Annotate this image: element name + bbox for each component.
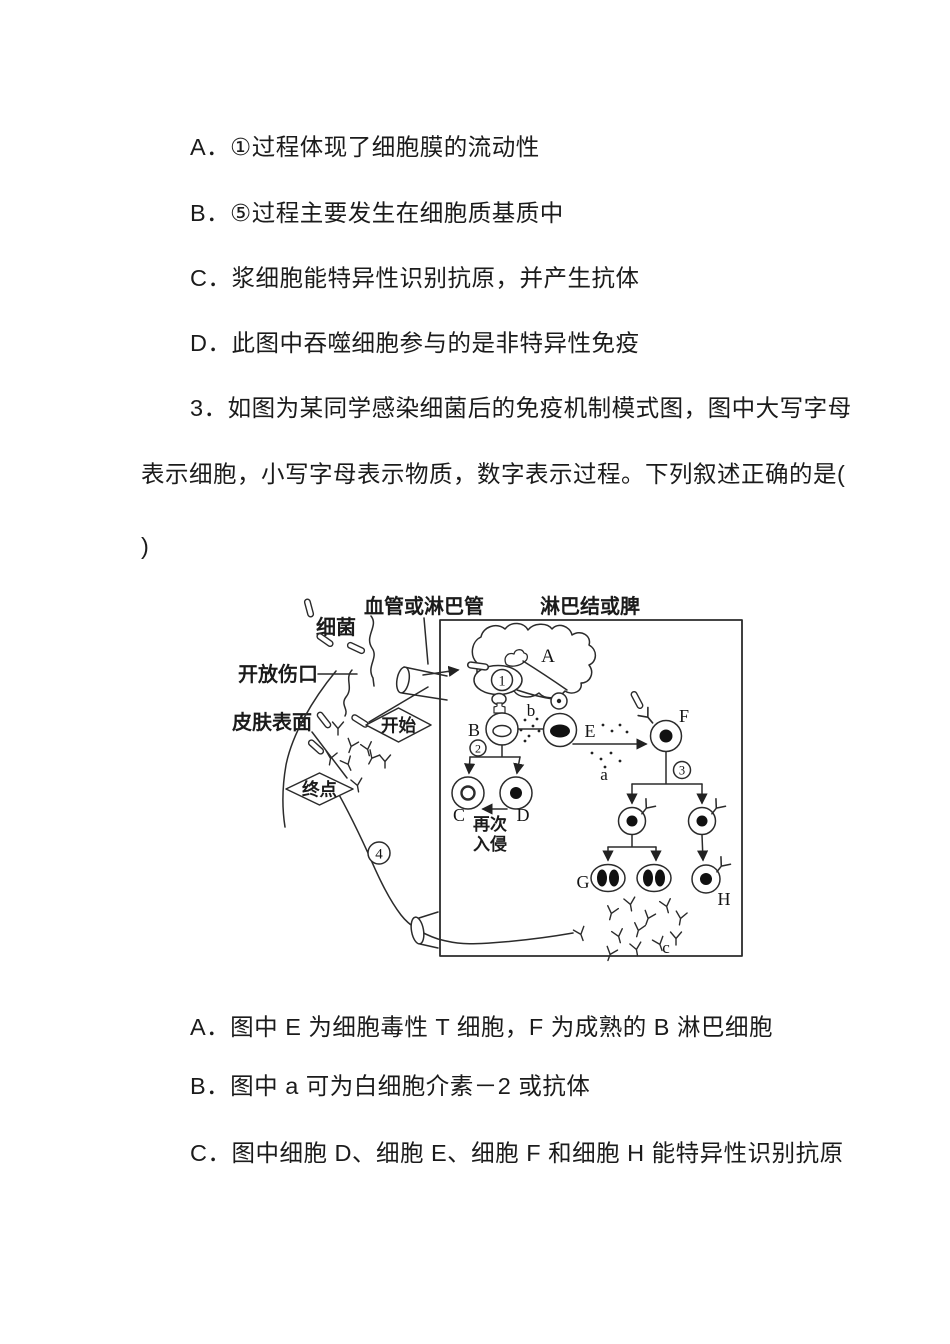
wound-edge-right: [368, 615, 375, 687]
antibody-icon: [378, 754, 392, 769]
memory-cell-c: C: [451, 776, 485, 825]
option-a-bottom: A．图中 E 为细胞毒性 T 细胞，F 为成熟的 B 淋巴细胞: [190, 1014, 774, 1040]
g-branch-lines: [607, 834, 657, 848]
plasma-cell-g1: [590, 863, 626, 893]
antibody-circulation-path: [329, 778, 574, 945]
label-lymph-node: 淋巴结或脾: [540, 594, 640, 618]
cell-f-label: F: [679, 706, 689, 726]
entry-path-line: [368, 686, 429, 723]
f-down-line: [631, 751, 703, 785]
antibody-icon: [339, 755, 357, 774]
question-stem-line1: 3．如图为某同学感染细菌后的免疫机制模式图，图中大写字母: [190, 395, 852, 421]
wound-edge-left: [343, 669, 353, 717]
svg-text:4: 4: [375, 847, 383, 863]
antibody-icon: [359, 741, 376, 758]
bacterium-icon: [345, 640, 367, 656]
bacterium-icon: [629, 690, 645, 710]
cell-h-label: H: [718, 889, 731, 909]
substance-c-label: c: [662, 938, 670, 957]
substance-a-label: a: [600, 765, 608, 784]
antigen-dot-icon: [550, 692, 568, 710]
substance-a-dots: [590, 751, 622, 769]
antibody-icon: [331, 721, 345, 736]
bacterium-icon: [315, 710, 333, 730]
c-arrow: [463, 756, 476, 775]
cell-b-label: B: [468, 720, 480, 740]
vessel-tube-top: [395, 666, 448, 701]
label-open-wound: 开放伤口: [238, 662, 318, 686]
option-b-bottom: B．图中 a 可为白细胞介素－2 或抗体: [190, 1073, 591, 1099]
vessel-pointer-line: [423, 617, 429, 665]
daughter-cell-left: [617, 798, 657, 836]
cell-e: E: [542, 712, 596, 748]
arrow-into-node: [422, 665, 460, 677]
plasma-cell-g2: [636, 863, 672, 893]
antibody-icon: [343, 737, 360, 756]
h-arrow: [696, 834, 709, 862]
d-arrow: [513, 756, 525, 775]
b-branch-lines: [469, 744, 521, 758]
cell-g-label: G: [577, 872, 590, 892]
process-1-badge: 1: [490, 668, 514, 692]
process-3-badge: 3: [672, 760, 692, 780]
cell-a-label: A: [541, 646, 555, 667]
immune-mechanism-diagram: 血管或淋巴管 淋巴结或脾 细菌 开放伤口 皮肤表面 开始: [232, 594, 743, 964]
question-stem-line3: ): [141, 533, 150, 559]
option-b-top: B．⑤过程主要发生在细胞质基质中: [190, 200, 564, 226]
daughter-cell-right: [687, 798, 727, 836]
svg-text:终点: 终点: [302, 780, 337, 800]
substance-b-dots: [519, 717, 541, 743]
label-skin-surface: 皮肤表面: [232, 710, 312, 734]
cell-e-label: E: [585, 721, 596, 741]
svg-text:1: 1: [498, 674, 505, 690]
antibody-icon: [350, 777, 365, 794]
svg-text:2: 2: [475, 742, 481, 756]
antibody-icon: [363, 749, 381, 768]
cell-b: B: [468, 712, 519, 746]
label-vessel: 血管或淋巴管: [364, 594, 484, 618]
question-stem-line2: 表示细胞，小写字母表示物质，数字表示过程。下列叙述正确的是(: [141, 461, 846, 487]
skin-pointer-line: [311, 731, 348, 779]
skin-surface-arc: [282, 670, 337, 828]
svg-text:3: 3: [679, 764, 685, 778]
process-2-badge: 2: [469, 739, 487, 757]
memory-cell-h: H: [691, 856, 732, 909]
secreted-antibodies: [572, 896, 688, 964]
plasma-cell-d: D: [499, 776, 533, 825]
option-d-top: D．此图中吞噬细胞参与的是非特异性免疫: [190, 330, 640, 356]
receptor-icon: [637, 706, 659, 728]
process-4-badge: 4: [367, 841, 391, 865]
svg-text:开始: 开始: [381, 716, 416, 736]
cell-f: F: [637, 706, 689, 753]
option-a-top: A．①过程体现了细胞膜的流动性: [190, 134, 540, 160]
bacterium-icon: [306, 738, 326, 756]
option-c-top: C．浆细胞能特异性识别抗原，并产生抗体: [190, 265, 640, 291]
substance-dots-right-of-e: [601, 723, 629, 734]
cell-c-label: C: [453, 805, 465, 825]
end-diamond: 终点: [285, 772, 354, 806]
bacterium-icon: [303, 597, 315, 619]
start-diamond: 开始: [365, 707, 432, 743]
reinvade-label-1: 再次: [473, 814, 507, 834]
substance-b-label: b: [527, 701, 536, 720]
reinvade-label-2: 入侵: [473, 834, 507, 854]
option-c-bottom: C．图中细胞 D、细胞 E、细胞 F 和细胞 H 能特异性识别抗原: [190, 1140, 844, 1166]
lymph-node-box: [439, 619, 743, 957]
cell-d-label: D: [517, 805, 530, 825]
vessel-tube-bottom: [410, 911, 439, 949]
